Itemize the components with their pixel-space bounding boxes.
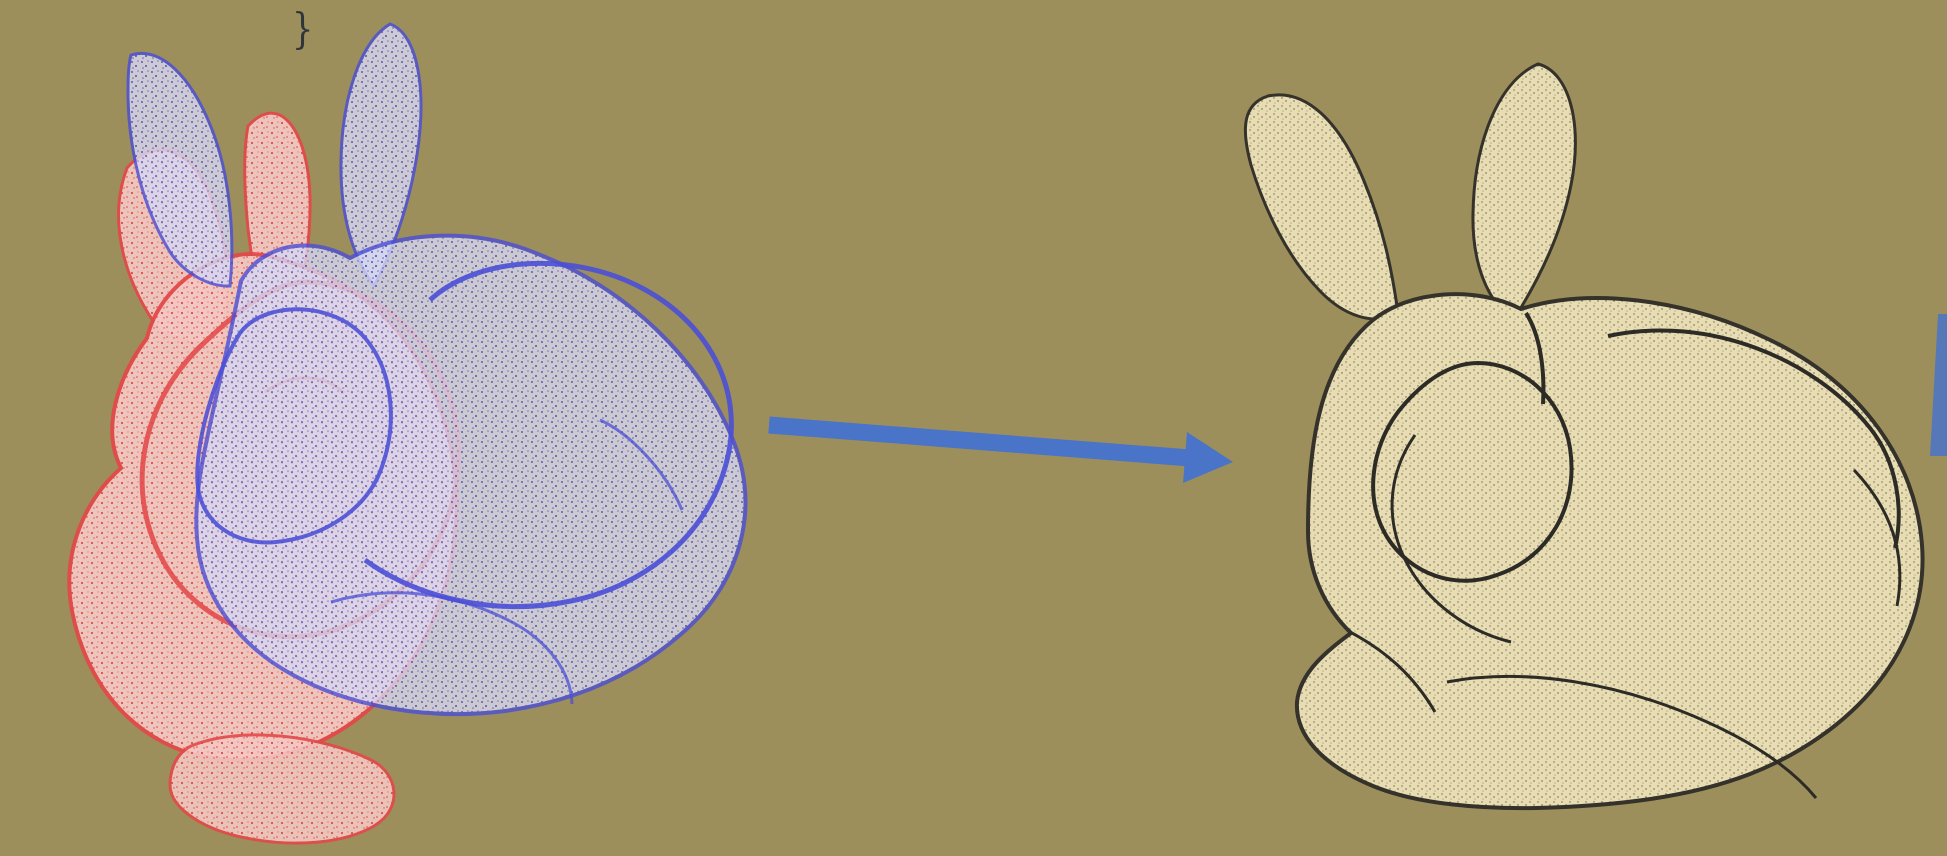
target-point-cloud [128,24,745,714]
right-arrow-icon [769,425,1233,483]
partial-arrow-fragment [1930,314,1947,456]
aligned-point-cloud [1245,64,1922,808]
